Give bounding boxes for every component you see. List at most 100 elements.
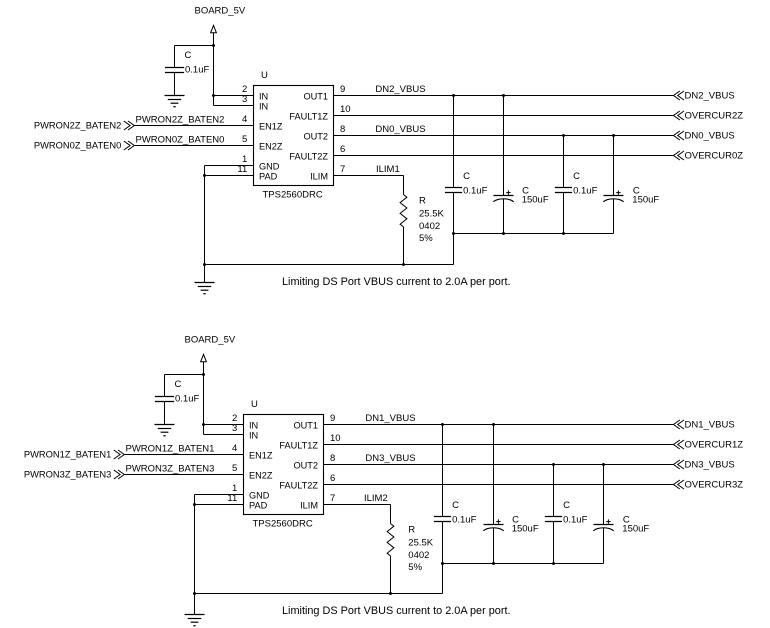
svg-text:IN: IN <box>259 102 268 112</box>
svg-text:EN2Z: EN2Z <box>249 471 273 481</box>
svg-text:GND: GND <box>249 491 270 501</box>
svg-text:BOARD_5V: BOARD_5V <box>195 6 246 17</box>
svg-text:OVERCUR2Z: OVERCUR2Z <box>685 110 744 121</box>
svg-text:8: 8 <box>340 124 345 135</box>
svg-text:0.1uF: 0.1uF <box>463 185 487 196</box>
svg-text:0.1uF: 0.1uF <box>563 514 587 525</box>
svg-text:4: 4 <box>242 114 247 125</box>
svg-text:10: 10 <box>330 433 341 444</box>
svg-text:FAULT1Z: FAULT1Z <box>289 112 328 122</box>
svg-text:150uF: 150uF <box>622 523 649 534</box>
svg-text:C: C <box>175 379 182 390</box>
svg-text:C: C <box>573 171 580 182</box>
svg-text:DN2_VBUS: DN2_VBUS <box>685 90 735 101</box>
svg-text:DN0_VBUS: DN0_VBUS <box>375 124 425 135</box>
svg-text:OUT1: OUT1 <box>293 421 318 431</box>
svg-text:PAD: PAD <box>249 501 268 511</box>
svg-text:25.5K: 25.5K <box>419 208 444 219</box>
svg-text:PWRON2Z_BATEN2: PWRON2Z_BATEN2 <box>136 114 225 125</box>
svg-text:DN1_VBUS: DN1_VBUS <box>365 413 415 424</box>
svg-text:R: R <box>419 195 426 206</box>
svg-text:C: C <box>512 514 519 525</box>
svg-text:150uF: 150uF <box>512 523 539 534</box>
svg-text:DN2_VBUS: DN2_VBUS <box>375 84 425 95</box>
svg-text:0.1uF: 0.1uF <box>573 185 597 196</box>
svg-text:R: R <box>408 524 415 535</box>
svg-text:FAULT2Z: FAULT2Z <box>289 152 328 162</box>
svg-text:U: U <box>251 399 258 410</box>
svg-text:DN1_VBUS: DN1_VBUS <box>685 419 735 430</box>
svg-text:7: 7 <box>330 493 335 504</box>
svg-text:150uF: 150uF <box>632 194 659 205</box>
svg-text:5%: 5% <box>408 562 422 573</box>
svg-text:11: 11 <box>227 493 237 504</box>
svg-text:4: 4 <box>232 443 237 454</box>
svg-text:Limiting DS Port VBUS current: Limiting DS Port VBUS current to 2.0A pe… <box>282 276 511 288</box>
svg-text:0.1uF: 0.1uF <box>452 514 476 525</box>
svg-text:EN1Z: EN1Z <box>259 122 283 132</box>
svg-text:7: 7 <box>340 164 345 175</box>
svg-text:PWRON1Z_BATEN1: PWRON1Z_BATEN1 <box>24 449 111 460</box>
svg-text:OUT2: OUT2 <box>293 461 318 471</box>
svg-text:PWRON1Z_BATEN1: PWRON1Z_BATEN1 <box>126 443 215 454</box>
svg-text:1: 1 <box>232 483 237 494</box>
svg-text:ILIM1: ILIM1 <box>376 164 400 175</box>
svg-text:FAULT2Z: FAULT2Z <box>279 481 318 491</box>
svg-text:FAULT1Z: FAULT1Z <box>279 441 318 451</box>
svg-text:C: C <box>563 500 570 511</box>
svg-text:ILIM: ILIM <box>310 172 328 182</box>
svg-text:0402: 0402 <box>419 221 440 232</box>
svg-text:2: 2 <box>242 84 247 95</box>
svg-text:C: C <box>452 500 459 511</box>
svg-text:OVERCUR0Z: OVERCUR0Z <box>685 150 744 161</box>
svg-text:25.5K: 25.5K <box>408 537 433 548</box>
svg-text:OUT2: OUT2 <box>303 132 328 142</box>
svg-text:DN0_VBUS: DN0_VBUS <box>685 130 735 141</box>
svg-text:2: 2 <box>232 413 237 424</box>
svg-text:3: 3 <box>232 423 237 434</box>
svg-text:ILIM: ILIM <box>300 501 318 511</box>
svg-text:9: 9 <box>340 84 345 95</box>
svg-text:PWRON0Z_BATEN0: PWRON0Z_BATEN0 <box>34 140 121 151</box>
svg-text:10: 10 <box>340 104 351 115</box>
svg-text:PWRON3Z_BATEN3: PWRON3Z_BATEN3 <box>126 463 215 474</box>
svg-text:TPS2560DRC: TPS2560DRC <box>253 519 313 530</box>
svg-text:BOARD_5V: BOARD_5V <box>185 335 236 346</box>
svg-text:ILIM2: ILIM2 <box>364 493 388 504</box>
svg-text:3: 3 <box>242 94 247 105</box>
svg-text:PWRON3Z_BATEN3: PWRON3Z_BATEN3 <box>24 469 111 480</box>
svg-text:150uF: 150uF <box>522 194 549 205</box>
svg-text:C: C <box>623 514 630 525</box>
svg-text:DN3_VBUS: DN3_VBUS <box>365 453 415 464</box>
svg-text:11: 11 <box>237 164 247 175</box>
svg-text:EN1Z: EN1Z <box>249 451 273 461</box>
svg-text:Limiting DS Port VBUS current: Limiting DS Port VBUS current to 2.0A pe… <box>282 605 511 617</box>
svg-text:5%: 5% <box>419 233 433 244</box>
svg-text:1: 1 <box>242 154 247 165</box>
svg-text:C: C <box>633 185 640 196</box>
svg-text:TPS2560DRC: TPS2560DRC <box>263 190 323 201</box>
svg-text:IN: IN <box>259 92 268 102</box>
svg-text:OVERCUR3Z: OVERCUR3Z <box>685 479 744 490</box>
svg-text:GND: GND <box>259 162 280 172</box>
svg-text:PWRON2Z_BATEN2: PWRON2Z_BATEN2 <box>34 120 121 131</box>
svg-text:C: C <box>463 171 470 182</box>
svg-text:6: 6 <box>340 144 345 155</box>
svg-text:OVERCUR1Z: OVERCUR1Z <box>685 439 744 450</box>
svg-text:8: 8 <box>330 453 335 464</box>
svg-text:5: 5 <box>232 463 237 474</box>
svg-text:U: U <box>261 70 268 81</box>
svg-text:IN: IN <box>249 421 258 431</box>
svg-text:PWRON0Z_BATEN0: PWRON0Z_BATEN0 <box>136 134 225 145</box>
svg-text:PAD: PAD <box>259 172 278 182</box>
svg-text:0.1uF: 0.1uF <box>185 65 209 76</box>
svg-text:0402: 0402 <box>408 550 429 561</box>
svg-text:C: C <box>522 185 529 196</box>
svg-text:5: 5 <box>242 134 247 145</box>
svg-text:0.1uF: 0.1uF <box>175 394 199 405</box>
svg-text:6: 6 <box>330 473 335 484</box>
svg-text:C: C <box>185 50 192 61</box>
svg-text:9: 9 <box>330 413 335 424</box>
svg-text:DN3_VBUS: DN3_VBUS <box>685 459 735 470</box>
svg-text:OUT1: OUT1 <box>303 92 328 102</box>
